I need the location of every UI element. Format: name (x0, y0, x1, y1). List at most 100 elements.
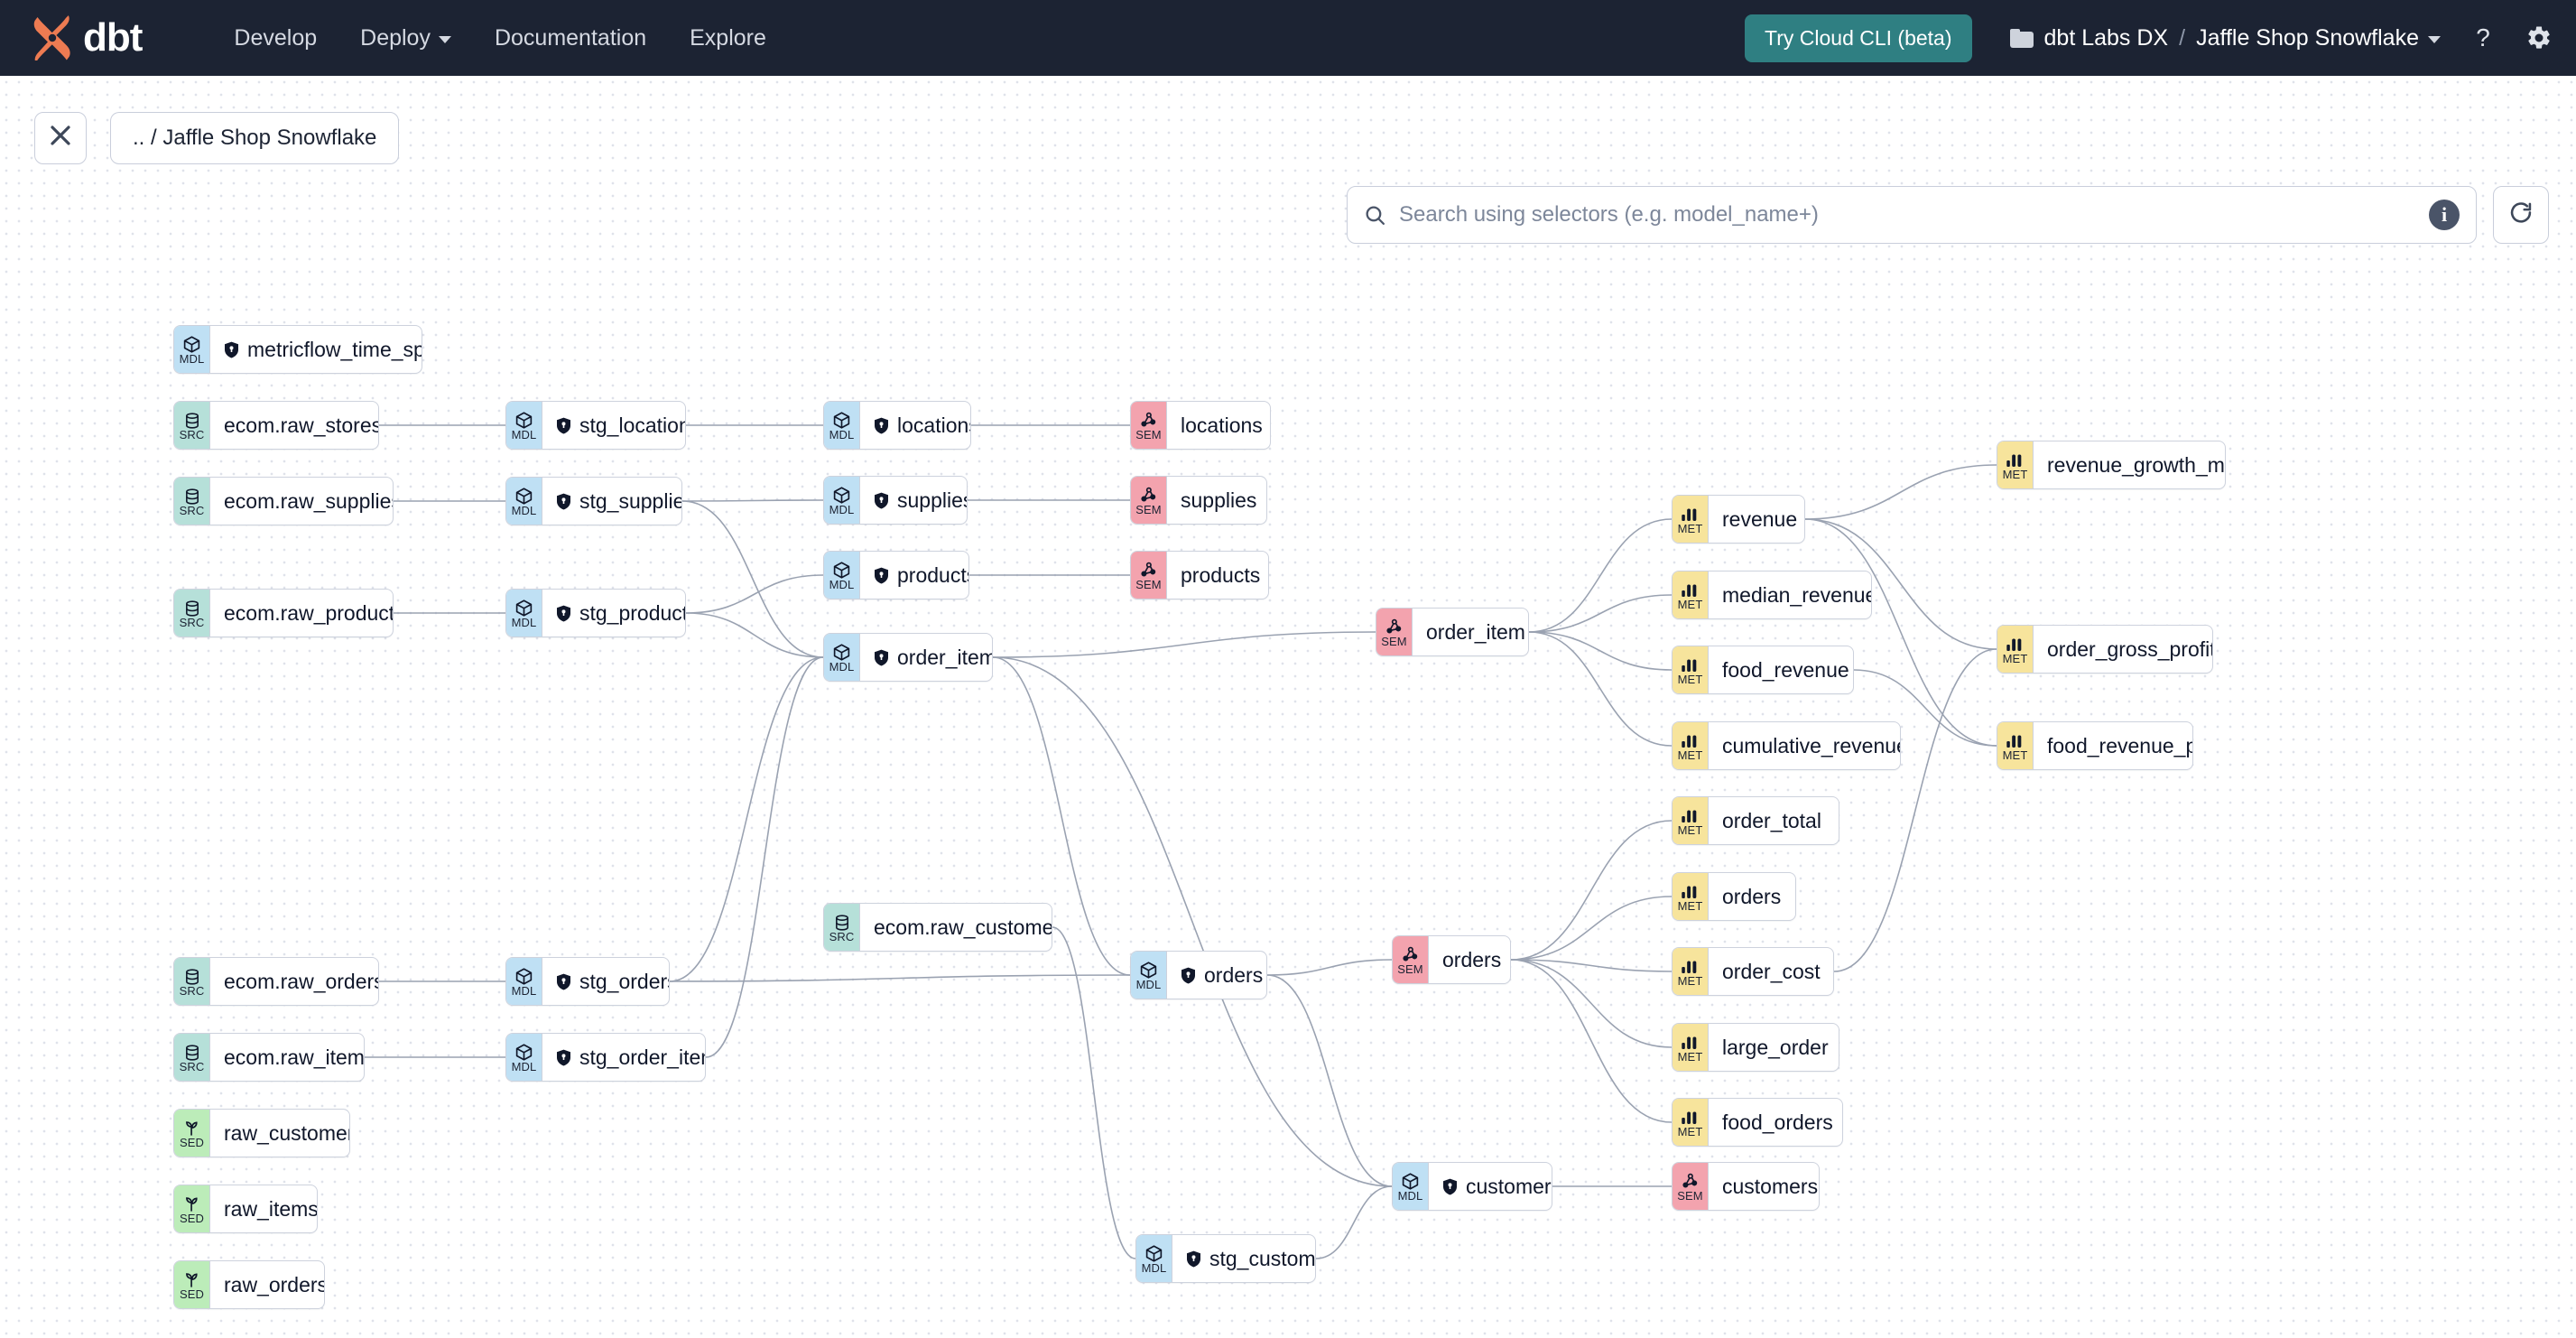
node-type-label: SRC (179, 1060, 205, 1073)
cube-icon (182, 336, 201, 353)
node-body: orders (1709, 873, 1795, 920)
nav-documentation[interactable]: Documentation (473, 18, 668, 59)
node-type-badge-met: MET (1673, 646, 1709, 693)
graph-node-met_food_revenue[interactable]: MET food_revenue (1672, 646, 1854, 694)
graph-node-mdl_locations[interactable]: MDL locations (823, 401, 971, 450)
search-input[interactable] (1399, 202, 2429, 228)
nav-develop[interactable]: Develop (212, 18, 338, 59)
lineage-graph-canvas[interactable]: MDLmetricflow_time_spineSRCecom.raw_stor… (0, 76, 2576, 1338)
refresh-button[interactable] (2493, 186, 2549, 244)
node-body: supplies (860, 477, 967, 524)
node-type-label: MET (2002, 468, 2028, 481)
node-type-badge-src: SRC (174, 590, 210, 636)
brand-logo-area[interactable]: dbt (29, 15, 143, 63)
node-type-badge-met: MET (1997, 626, 2034, 673)
bar-chart-icon (1681, 506, 1700, 523)
account-breadcrumb: dbt Labs DX / Jaffle Shop Snowflake (2009, 24, 2441, 51)
node-body: orders (1429, 936, 1510, 983)
close-icon (49, 124, 72, 153)
graph-node-met_revenue_growth_mom[interactable]: MET revenue_growth_mom (1997, 441, 2226, 489)
bar-chart-icon (1681, 732, 1700, 749)
node-body: locations (860, 402, 970, 449)
node-type-badge-mdl: MDL (506, 958, 542, 1005)
node-body: revenue (1709, 496, 1804, 543)
nav-deploy[interactable]: Deploy (338, 18, 473, 59)
info-icon[interactable]: i (2429, 200, 2460, 230)
account-name[interactable]: dbt Labs DX (2043, 24, 2169, 51)
lineage-edge (705, 656, 824, 1058)
node-type-badge-sem: SEM (1393, 936, 1429, 983)
project-selector[interactable]: Jaffle Shop Snowflake (2196, 25, 2441, 51)
question-mark-icon[interactable]: ? (2471, 24, 2495, 51)
sprout-icon (182, 1120, 201, 1137)
bar-chart-icon (2006, 451, 2025, 469)
node-label: food_orders (1722, 1110, 1833, 1134)
node-type-badge-mdl: MDL (824, 634, 860, 681)
node-type-label: MDL (511, 428, 537, 441)
node-type-label: MDL (829, 428, 855, 441)
nav-explore[interactable]: Explore (668, 18, 788, 59)
bar-chart-icon (2006, 732, 2025, 749)
lineage-edge (685, 574, 824, 614)
gear-icon[interactable] (2525, 24, 2553, 51)
close-button[interactable] (34, 112, 87, 164)
try-cloud-cli-button[interactable]: Try Cloud CLI (beta) (1745, 14, 1972, 62)
node-type-label: SRC (829, 930, 855, 943)
node-body: metricflow_time_spine (210, 326, 422, 373)
main-nav-links: Develop Deploy Documentation Explore (212, 18, 787, 59)
lineage-edge (1510, 959, 1673, 1048)
node-type-badge-mdl: MDL (506, 1034, 542, 1081)
node-body: revenue_growth_mom (2034, 441, 2225, 488)
node-label: supplies (1181, 488, 1257, 512)
breadcrumb-pill[interactable]: .. / Jaffle Shop Snowflake (110, 112, 400, 164)
node-label: orders (1204, 962, 1264, 987)
node-type-label: MET (1677, 748, 1703, 762)
semantic-graph-icon (1139, 562, 1158, 579)
node-type-label: SRC (179, 984, 205, 998)
node-label: food_revenue (1722, 657, 1849, 682)
lineage-edge (681, 500, 824, 658)
node-label: ecom.raw_stores (224, 413, 379, 437)
node-label: large_order (1722, 1035, 1829, 1059)
search-bar[interactable]: i (1347, 186, 2477, 244)
node-type-badge-src: SRC (174, 478, 210, 525)
node-type-badge-src: SRC (174, 958, 210, 1005)
